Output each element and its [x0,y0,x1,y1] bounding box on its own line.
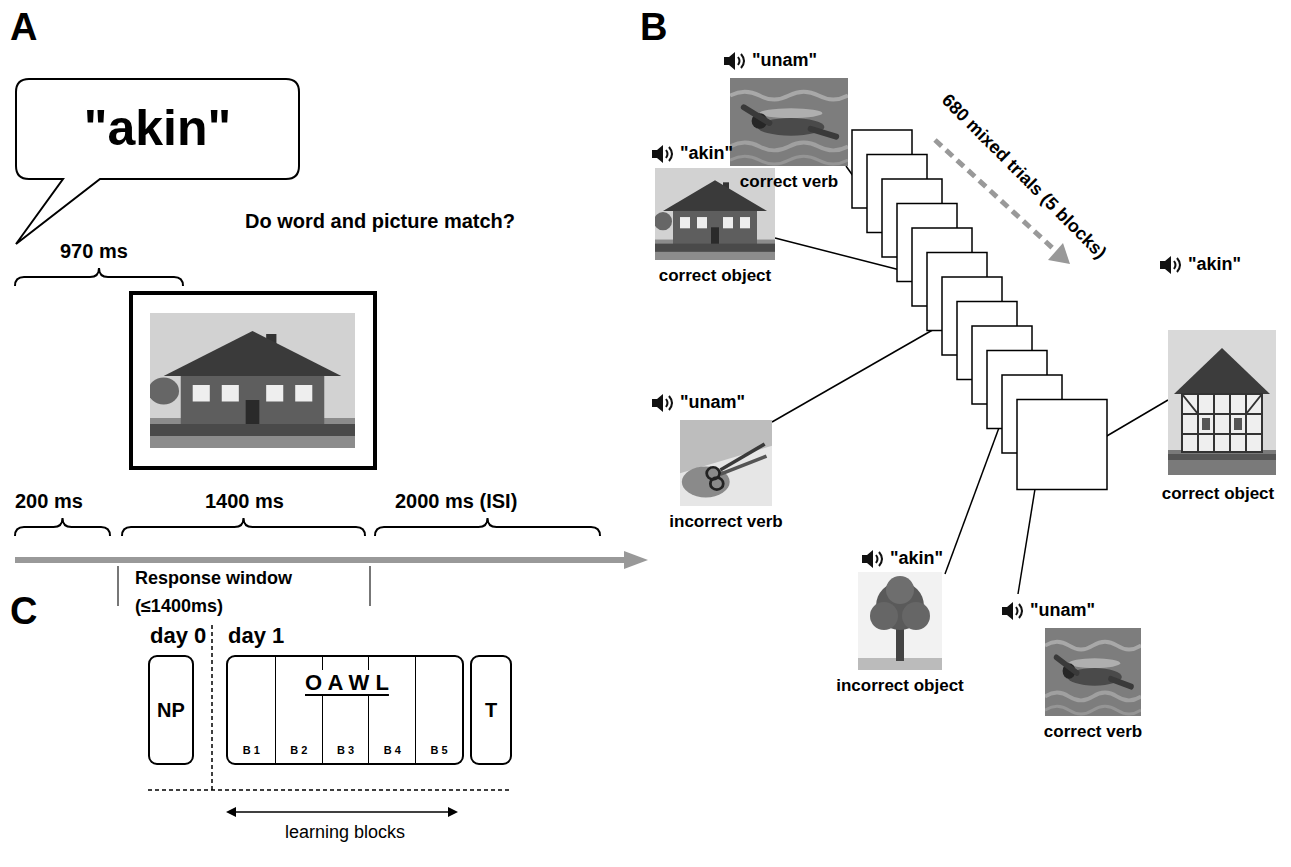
node-text: B 5 [431,744,448,757]
duration-label: 2000 ms (ISI) [395,490,517,513]
node-text: B 1 [243,744,260,757]
panel-letter: A [10,6,37,50]
spoken-word: "akin" [890,548,943,569]
speech-bubble: "akin" [15,78,300,180]
session-box: day 0NP [148,655,194,765]
duration-label: 200 ms [15,490,83,513]
spoken-word: "unam" [752,50,817,71]
trial-caption: correct object [659,266,771,286]
spoken-word: "akin" [680,143,733,164]
node-text: B 3 [337,744,354,757]
trial-caption: correct verb [740,172,838,192]
test-box: T [470,655,512,765]
node-text: "akin" [84,100,231,158]
block-column: B 1 [228,657,275,763]
node-text: B 4 [384,744,401,757]
span-label: learning blocks [285,822,405,843]
node-text: NP [157,699,185,722]
session-heading: day 1 [228,623,284,648]
node-text: B 2 [290,744,307,757]
spoken-word: "unam" [1030,600,1095,621]
spoken-word: "unam" [680,392,745,413]
block-column: B 5 [415,657,462,763]
trial-caption: correct object [1162,484,1274,504]
window-label: (≤1400ms) [135,596,223,617]
block-span-label: O A W L [302,670,392,695]
task-question: Do word and picture match? [245,210,515,233]
trial-caption: correct verb [1044,722,1142,742]
panel-letter: C [10,590,37,634]
trial-caption: incorrect verb [669,512,782,532]
node-text: T [485,699,497,722]
panel-letter: B [640,6,667,50]
session-heading: day 0 [150,623,206,648]
duration-label: 970 ms [60,240,128,263]
spoken-word: "akin" [1188,254,1241,275]
trial-caption: incorrect object [836,676,964,696]
window-label: Response window [135,568,292,589]
duration-label: 1400 ms [205,490,284,513]
trial-count: 680 mixed trials (5 blocks) [937,90,1110,263]
